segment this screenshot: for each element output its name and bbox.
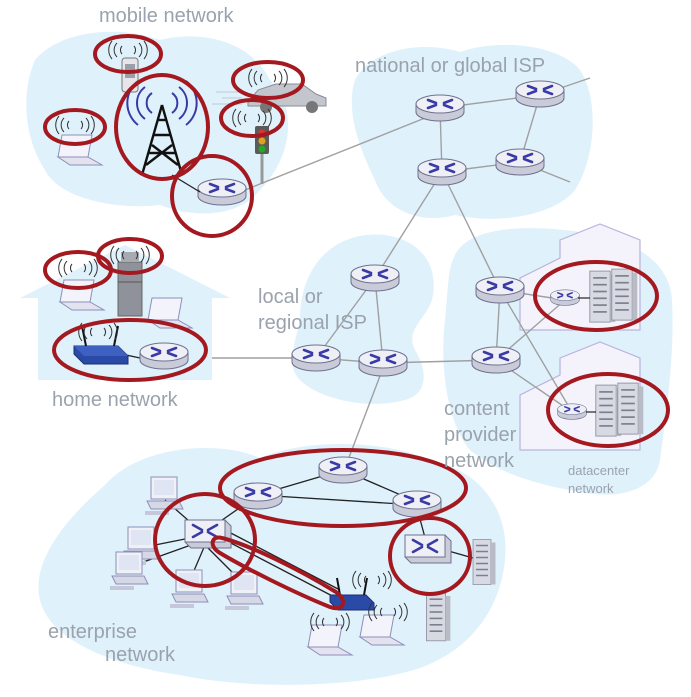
switch-icon bbox=[183, 518, 233, 550]
mobile-network-label: mobile network bbox=[99, 5, 234, 27]
highlight-car bbox=[231, 60, 305, 100]
fridge-icon bbox=[117, 252, 143, 317]
highlight-datacenter-top bbox=[533, 260, 659, 332]
router-icon bbox=[470, 345, 522, 375]
local-isp-label-line2: regional ISP bbox=[258, 312, 367, 334]
desktop-pc-icon bbox=[144, 476, 184, 516]
server-icon bbox=[425, 591, 452, 642]
router-icon bbox=[474, 275, 526, 305]
router-icon bbox=[556, 403, 588, 421]
highlight-tower bbox=[114, 73, 210, 181]
highlight-laptop bbox=[43, 108, 107, 146]
router-icon bbox=[138, 341, 190, 371]
router-icon bbox=[494, 147, 546, 177]
server-icon bbox=[610, 268, 639, 321]
highlight-enterprise-core bbox=[218, 448, 468, 528]
router-icon bbox=[290, 343, 342, 373]
enterprise-label-line2: network bbox=[105, 644, 176, 666]
content-provider-label-line3: network bbox=[444, 450, 515, 472]
content-provider-label-line1: content bbox=[444, 398, 510, 420]
highlight-ellipses bbox=[43, 34, 670, 611]
wifi-access-point-icon bbox=[73, 325, 129, 365]
highlight-enterprise-switch bbox=[153, 492, 257, 588]
router-icon bbox=[416, 157, 468, 187]
router-icon bbox=[514, 79, 566, 109]
national-isp-label: national or global ISP bbox=[355, 55, 546, 77]
highlight-wireless-link bbox=[210, 535, 346, 611]
content-provider-devices bbox=[470, 268, 645, 437]
content-provider-label-line2: provider bbox=[444, 424, 517, 446]
router-icon bbox=[232, 481, 284, 511]
router-icon bbox=[549, 289, 581, 307]
highlight-home-gateway bbox=[52, 318, 208, 382]
datacenter-label-line2: network bbox=[568, 481, 614, 496]
home-network-label: home network bbox=[52, 389, 178, 411]
datacenter-label-line1: datacenter bbox=[568, 463, 630, 478]
server-icon bbox=[616, 382, 645, 435]
highlight-phone bbox=[93, 34, 163, 74]
router-icon bbox=[317, 455, 369, 485]
desktop-pc-icon bbox=[109, 551, 149, 591]
highlight-datacenter-bottom bbox=[546, 372, 670, 448]
router-icon bbox=[414, 93, 466, 123]
enterprise-label-line1: enterprise bbox=[48, 621, 137, 643]
highlight-mobile-router bbox=[170, 154, 254, 238]
highlight-traffic-light bbox=[219, 98, 285, 138]
server-icon bbox=[472, 538, 497, 586]
switch-icon bbox=[403, 533, 453, 565]
highlight-fridge bbox=[96, 237, 164, 275]
highlight-server-switch bbox=[388, 516, 472, 596]
local-isp-label-line1: local or bbox=[258, 286, 323, 308]
router-icon bbox=[357, 348, 409, 378]
router-icon bbox=[349, 263, 401, 293]
router-icon bbox=[196, 177, 248, 207]
